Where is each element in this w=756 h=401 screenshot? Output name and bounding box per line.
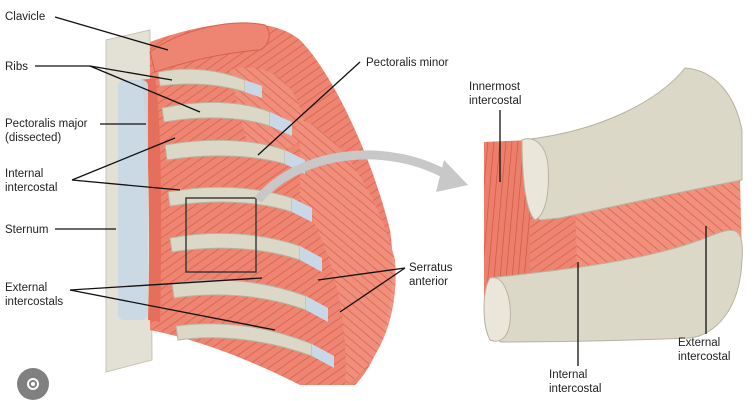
upper-rib-end: [521, 138, 549, 221]
label-serratus-2: anterior: [409, 276, 448, 288]
leader-ribs-b: [89, 65, 201, 113]
lower-rib-segment: [489, 229, 743, 343]
label-pectoralis-major-1: Pectoralis major: [5, 118, 88, 130]
label-ribs: Ribs: [5, 61, 28, 73]
leader-internal-b: [71, 179, 181, 191]
label-internal-intercostal-2: intercostal: [5, 182, 57, 194]
label-clavicle: Clavicle: [5, 11, 45, 23]
label-pectoralis-minor: Pectoralis minor: [366, 57, 449, 69]
label-internal-intercostal-1: Internal: [5, 168, 43, 180]
lens-button[interactable]: [17, 368, 49, 400]
lower-rib-end: [483, 277, 511, 342]
label-innermost-2: intercostal: [469, 95, 521, 107]
leader-external-a: [69, 277, 263, 291]
leader-external-b: [69, 289, 276, 331]
label-detail-internal-2: intercostal: [549, 383, 601, 395]
pectoralis-major-strip: [140, 78, 162, 322]
leader-pectoralis-minor: [257, 61, 361, 156]
innermost-intercostal-muscle: [484, 140, 530, 300]
zoom-arrow: [254, 150, 455, 203]
label-innermost-1: Innermost: [469, 81, 521, 93]
label-sternum: Sternum: [5, 224, 48, 236]
lens-icon: [27, 378, 39, 390]
label-detail-external-2: intercostal: [678, 351, 730, 363]
label-pectoralis-major-2: (dissected): [5, 132, 61, 144]
leader-serratus-b: [339, 267, 406, 313]
rib-cartilage-tips: [245, 80, 334, 368]
label-serratus-1: Serratus: [409, 262, 453, 274]
zoom-region-box: [185, 197, 257, 273]
zoom-arrow-head: [436, 160, 468, 192]
leader-serratus-a: [317, 267, 406, 281]
label-external-intercostals-2: intercostals: [5, 296, 63, 308]
leader-ribs-a: [89, 65, 173, 81]
leader-internal-a: [71, 137, 176, 181]
label-external-intercostals-1: External: [5, 282, 47, 294]
label-detail-internal-1: Internal: [549, 369, 587, 381]
serratus-anterior-muscle: [300, 120, 396, 385]
label-detail-external-1: External: [678, 337, 720, 349]
clavicle-bone: [149, 22, 270, 73]
leader-clavicle: [54, 16, 169, 51]
costal-cartilages: [118, 80, 148, 320]
